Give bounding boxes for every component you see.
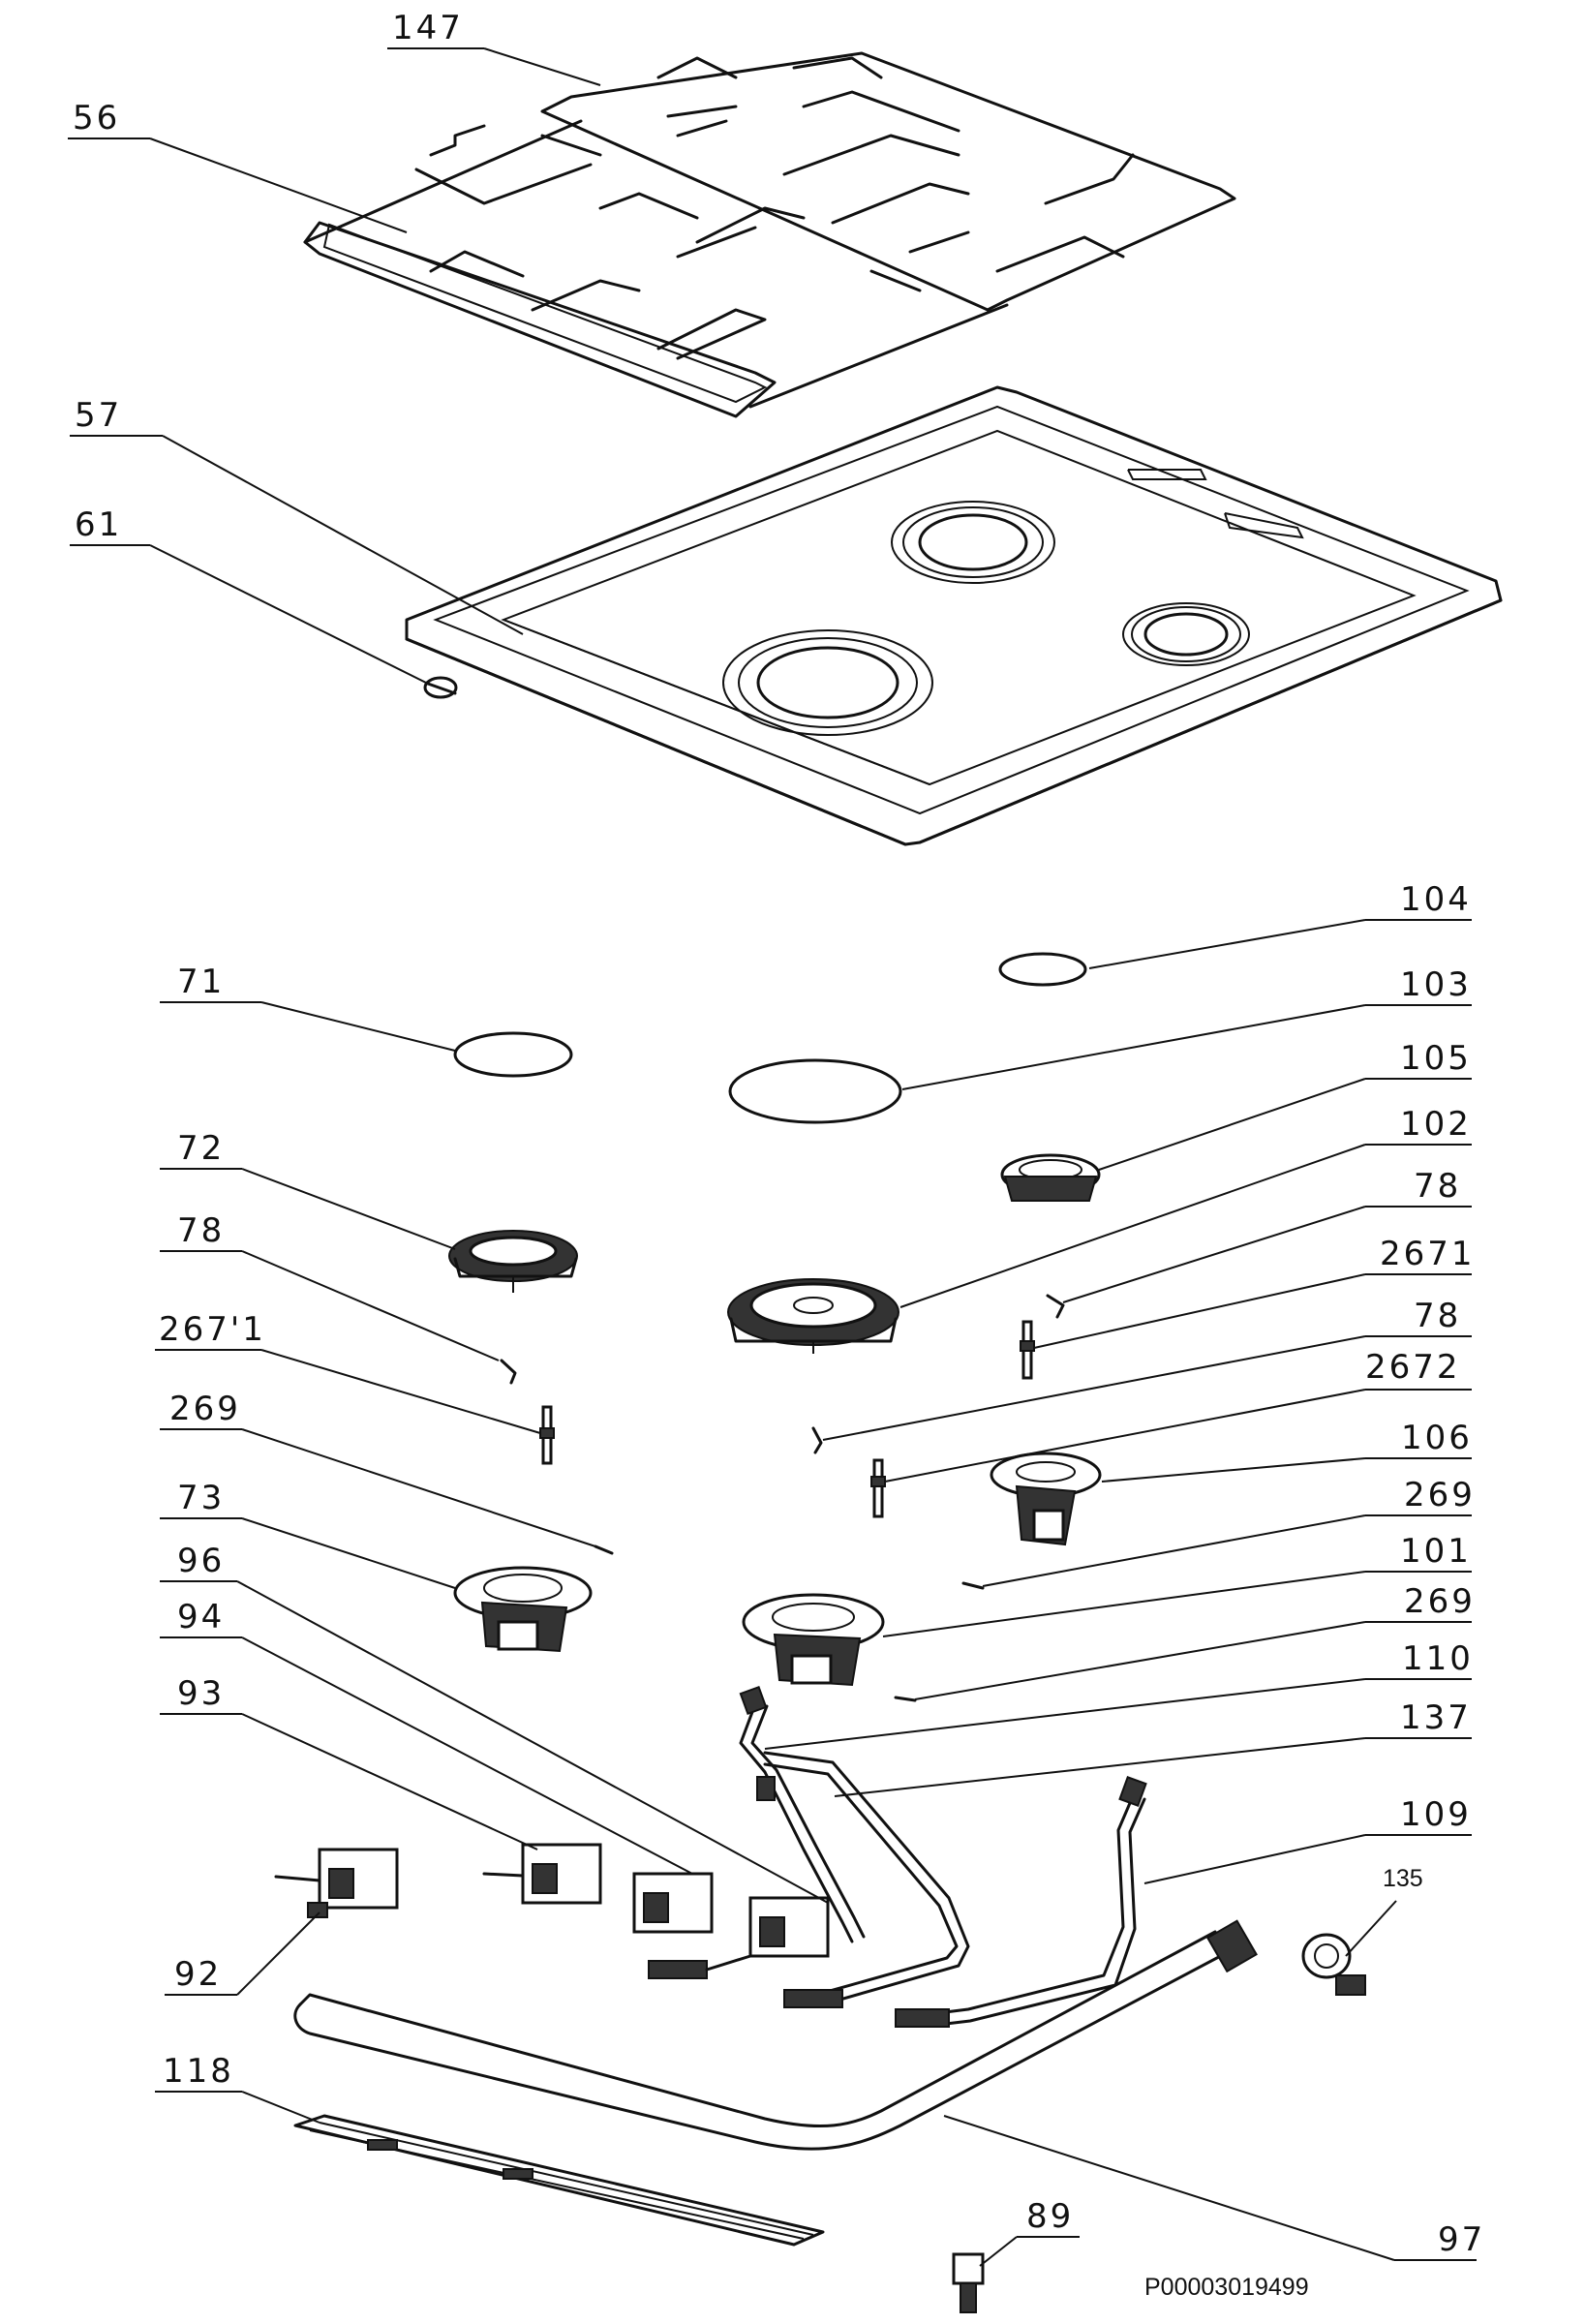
rail-118	[293, 2114, 825, 2247]
callout-label: 269	[169, 1390, 241, 1428]
callout-103: 103	[901, 965, 1472, 1090]
callout-104: 104	[1088, 880, 1472, 969]
callout-94: 94	[160, 1598, 693, 1875]
callout-label: 72	[177, 1129, 225, 1168]
clip-61	[423, 676, 458, 699]
callout-105: 105	[1098, 1039, 1472, 1171]
callout-label: 118	[163, 2052, 234, 2091]
burner-cap-104	[998, 952, 1087, 987]
callout-73: 73	[160, 1479, 456, 1589]
callout-label: 269	[1404, 1582, 1476, 1621]
callout-label: 94	[177, 1598, 225, 1636]
callout-label: 2671	[1380, 1235, 1476, 1273]
callout-2672: 2672	[884, 1348, 1472, 1483]
callout-78: 78	[822, 1297, 1472, 1441]
callout-89: 89	[979, 2197, 1080, 2267]
callout-label: 57	[75, 396, 122, 435]
callout-106: 106	[1101, 1419, 1473, 1483]
gas-tap-96	[648, 1896, 830, 1979]
ignition-electrodes	[500, 1294, 1065, 1702]
callout-92: 92	[165, 1911, 320, 1996]
callout-label: 109	[1400, 1795, 1472, 1834]
gas-pipes	[739, 1685, 1147, 2028]
callout-96: 96	[160, 1542, 829, 1904]
callout-label: 78	[1414, 1167, 1461, 1206]
callout-78: 78	[160, 1211, 500, 1361]
burner-body-106	[990, 1452, 1102, 1546]
callout-label: 137	[1400, 1698, 1472, 1737]
callout-label: 71	[177, 963, 225, 1001]
callout-label: 93	[177, 1674, 225, 1713]
callout-label: 269	[1404, 1476, 1476, 1514]
callout-label: 106	[1401, 1419, 1473, 1457]
callout-118: 118	[155, 2052, 320, 2124]
gas-tap-92	[274, 1848, 399, 1918]
gas-tap-94	[632, 1872, 714, 1934]
callout-label: 105	[1400, 1039, 1472, 1078]
callout-56: 56	[68, 99, 408, 233]
nozzle-89	[952, 2252, 985, 2313]
callout-97: 97	[943, 2115, 1485, 2261]
callout-label: 61	[75, 505, 122, 544]
callout-label: 103	[1400, 965, 1472, 1004]
callout-label: 97	[1438, 2220, 1485, 2259]
callout-label: 89	[1026, 2197, 1074, 2236]
gas-ramp-97	[293, 1919, 1258, 2151]
pan-support-grids	[303, 51, 1236, 418]
callout-label: 147	[392, 9, 464, 47]
callout-269: 269	[914, 1582, 1476, 1700]
callout-2671: 267'1	[155, 1310, 541, 1434]
callout-label: 92	[174, 1955, 222, 1994]
callout-71: 71	[160, 963, 456, 1052]
callout-61: 61	[70, 505, 427, 684]
callout-label: 267'1	[159, 1310, 266, 1349]
callout-label: 104	[1400, 880, 1472, 919]
callouts: 147 56 57 61 104 71	[68, 9, 1485, 2301]
burner-crown-72	[448, 1230, 578, 1293]
callout-269: 269	[160, 1390, 596, 1547]
burner-body-73	[453, 1566, 593, 1653]
callout-101: 101	[882, 1532, 1472, 1637]
callout-137: 137	[834, 1698, 1472, 1797]
gas-taps	[274, 1843, 830, 1979]
callout-57: 57	[70, 396, 524, 635]
callout-label: 96	[177, 1542, 225, 1580]
burner-cap-71	[453, 1031, 573, 1078]
callout-label: 73	[177, 1479, 225, 1517]
elbow-135	[1301, 1933, 1366, 1996]
callout-label: 110	[1402, 1639, 1474, 1678]
callout-269: 269	[982, 1476, 1476, 1587]
callout-110: 110	[764, 1639, 1474, 1750]
callout-135: 135	[1345, 1865, 1423, 1957]
callout-93: 93	[160, 1674, 538, 1850]
callout-label: 135	[1383, 1865, 1423, 1892]
callout-2671: 2671	[1033, 1235, 1476, 1349]
callout-label: 78	[177, 1211, 225, 1250]
drawing-code: P00003019499	[1144, 2274, 1309, 2301]
callout-72: 72	[160, 1129, 456, 1250]
gas-tap-93	[482, 1843, 602, 1905]
burner-body-101	[742, 1593, 885, 1687]
callout-label: 78	[1414, 1297, 1461, 1335]
callout-label: 102	[1400, 1105, 1472, 1144]
callout-78: 78	[1062, 1167, 1472, 1303]
burner-crown-105	[1000, 1153, 1101, 1202]
callout-label: 2672	[1365, 1348, 1461, 1387]
burner-crown-102	[727, 1278, 899, 1354]
callout-label: 101	[1400, 1532, 1472, 1571]
callout-label: 56	[73, 99, 120, 138]
callout-102: 102	[899, 1105, 1472, 1308]
callout-109: 109	[1143, 1795, 1472, 1884]
burner-cap-103	[728, 1058, 902, 1124]
callout-147: 147	[387, 9, 601, 86]
hob-top-plate	[405, 385, 1503, 846]
